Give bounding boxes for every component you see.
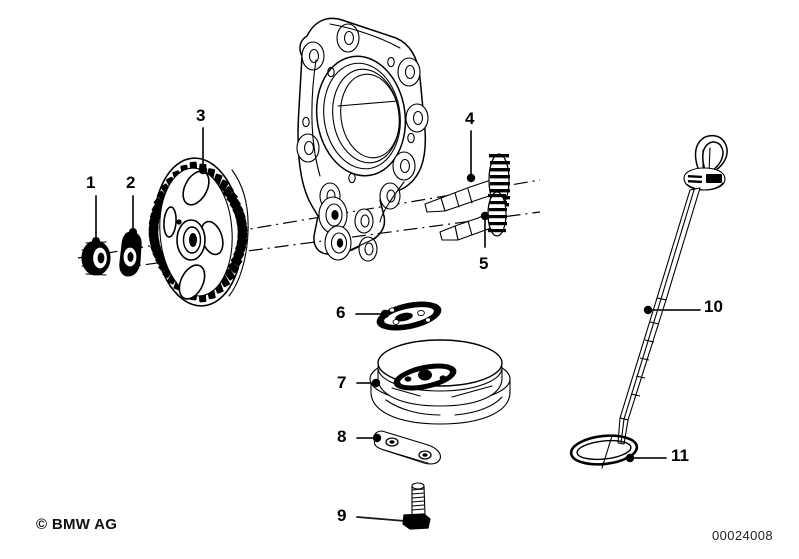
- callout-label-2: 2: [126, 173, 136, 192]
- callout-label-11: 11: [671, 446, 689, 465]
- callout-label-8: 8: [337, 427, 347, 446]
- callout-label-1: 1: [86, 173, 96, 192]
- callout-label-9: 9: [337, 506, 347, 525]
- callout-leaders: [92, 127, 701, 526]
- callout-label-10: 10: [704, 297, 723, 316]
- part-lock-washer-tab: [119, 231, 142, 277]
- diagram-id: 00024008: [712, 528, 774, 543]
- part-oval-gasket: [376, 301, 442, 331]
- cover-mount-pad: [393, 363, 457, 391]
- part-pump-cover-cap: [369, 339, 511, 425]
- callout-label-3: 3: [196, 106, 206, 125]
- part-oil-dipstick: [617, 134, 728, 445]
- copyright-notice: © BMW AG: [36, 516, 118, 533]
- callout-label-4: 4: [465, 109, 475, 128]
- callout-label-5: 5: [479, 254, 489, 273]
- part-pump-shaft-upper-gear: [424, 153, 510, 213]
- part-oil-pump-drive-gear: [148, 157, 249, 307]
- part-pump-housing-cover: [296, 17, 429, 262]
- part-nut-bushing: [81, 240, 111, 276]
- part-retaining-bracket: [373, 430, 441, 465]
- housing-small-holes: [302, 56, 415, 184]
- part-hex-bolt: [402, 482, 431, 530]
- housing-shaft-bores: [318, 196, 378, 262]
- callout-label-7: 7: [337, 373, 347, 392]
- callout-label-6: 6: [336, 303, 346, 322]
- part-dipstick-o-ring: [569, 434, 639, 469]
